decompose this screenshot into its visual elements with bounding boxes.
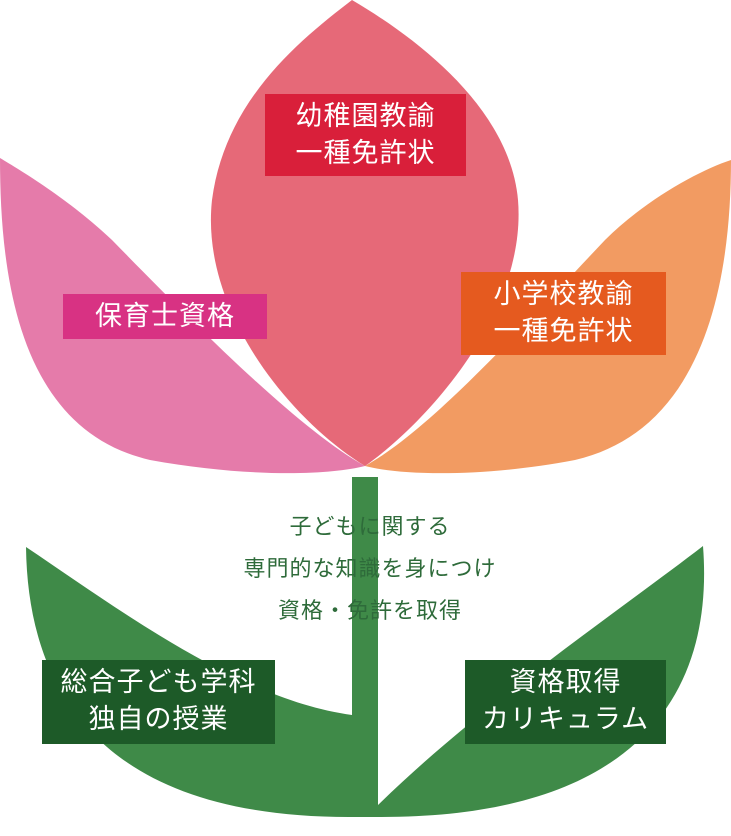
nursery-qualification-line1: 保育士資格 (95, 301, 235, 332)
kindergarten-license-label: 幼稚園教諭 一種免許状 (265, 94, 466, 176)
elementary-license-label: 小学校教諭 一種免許状 (461, 272, 666, 355)
kindergarten-license-line2: 一種免許状 (295, 138, 436, 169)
qualification-curriculum-line1: 資格取得 (509, 667, 622, 698)
elementary-license-line1: 小学校教諭 (493, 279, 634, 310)
department-classes-line1: 総合子ども学科 (60, 667, 257, 698)
center-description-line1: 子どもに関する (289, 515, 451, 540)
nursery-qualification-label: 保育士資格 (63, 294, 267, 339)
stem (352, 477, 378, 817)
department-classes-label: 総合子ども学科 独自の授業 (42, 660, 275, 744)
center-description-line3: 資格・免許を取得 (277, 599, 462, 624)
qualification-curriculum-line2: カリキュラム (481, 704, 650, 735)
qualification-curriculum-label: 資格取得 カリキュラム (465, 660, 666, 744)
kindergarten-license-line1: 幼稚園教諭 (295, 101, 436, 132)
elementary-license-line2: 一種免許状 (493, 316, 634, 347)
department-classes-line2: 独自の授業 (88, 704, 229, 735)
center-description: 子どもに関する 専門的な知識を身につけ 資格・免許を取得 (180, 507, 560, 633)
center-description-line2: 専門的な知識を身につけ (243, 557, 497, 582)
